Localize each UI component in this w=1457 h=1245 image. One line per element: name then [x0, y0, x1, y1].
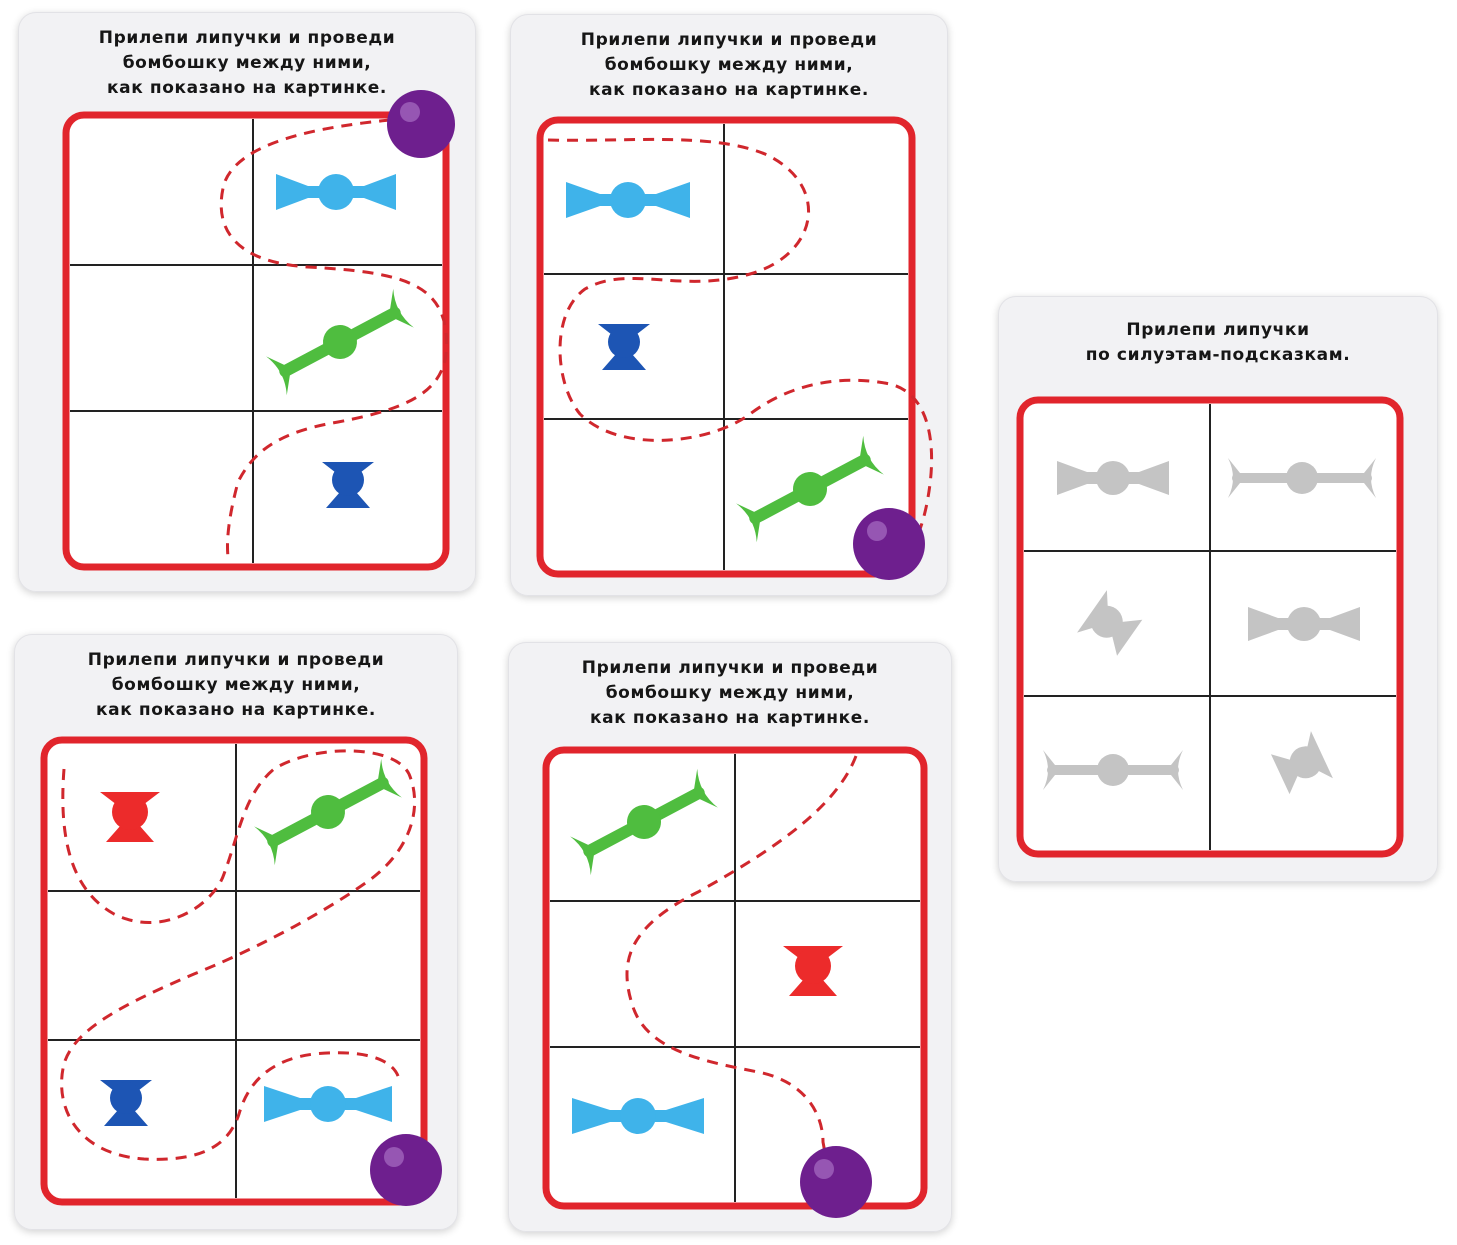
tripod-icon — [783, 946, 843, 996]
card-4-dashed-path — [60, 749, 417, 1161]
bowtie-silhouette-icon — [1057, 461, 1169, 495]
tripod-icon — [100, 1080, 152, 1126]
card-2-frame — [536, 116, 916, 578]
card-3-board — [1016, 396, 1404, 858]
card-4-instruction: Прилепи липучки и проведи бомбошку между… — [87, 650, 385, 720]
card-5-instruction: Прилепи липучки и проведи бомбошку между… — [581, 658, 879, 728]
bowtie-silhouette-icon — [1248, 607, 1360, 641]
card-4-frame — [40, 736, 428, 1206]
puzzle-card-4[interactable]: Прилепи липучки и проведи бомбошку между… — [14, 634, 458, 1230]
purple-ball-icon — [800, 1146, 872, 1218]
puzzle-card-3[interactable]: Прилепи липучки по силуэтам-подсказкам. — [998, 296, 1438, 882]
dumbbell-silhouette-icon — [1228, 458, 1376, 498]
card-5-board — [542, 746, 928, 1218]
puzzle-card-2[interactable]: Прилепи липучки и проведи бомбошку между… — [510, 14, 948, 596]
dumbbell-icon — [266, 288, 414, 396]
tripod-icon — [100, 792, 160, 842]
puzzle-card-5[interactable]: Прилепи липучки и проведи бомбошку между… — [508, 642, 952, 1232]
card-2-instruction: Прилепи липучки и проведи бомбошку между… — [580, 30, 878, 100]
bowtie-icon — [264, 1086, 392, 1122]
purple-ball-icon — [387, 90, 455, 158]
bowtie-icon — [276, 174, 396, 210]
card-2-board — [536, 116, 934, 580]
tripod-silhouette-icon — [1270, 731, 1333, 795]
purple-ball-icon — [853, 508, 925, 580]
dumbbell-icon — [736, 435, 884, 543]
bowtie-icon — [566, 182, 690, 218]
puzzle-card-1[interactable]: Прилепи липучки и проведи бомбошку между… — [18, 12, 476, 592]
tripod-icon — [322, 462, 374, 508]
card-1-instruction: Прилепи липучки и проведи бомбошку между… — [98, 28, 396, 98]
dumbbell-icon — [570, 768, 718, 876]
purple-ball-icon — [370, 1134, 442, 1206]
bowtie-icon — [572, 1098, 704, 1134]
dumbbell-icon — [254, 758, 402, 866]
card-2-dashed-path — [547, 137, 934, 560]
card-1-board — [62, 90, 455, 571]
card-4-board — [40, 736, 442, 1206]
tripod-silhouette-icon — [1077, 590, 1143, 656]
card-1-dashed-path — [219, 118, 449, 558]
tripod-icon — [598, 324, 650, 370]
dumbbell-silhouette-icon — [1043, 750, 1183, 790]
card-3-instruction: Прилепи липучки по силуэтам-подсказкам. — [1085, 320, 1351, 365]
card-5-dashed-path — [625, 755, 858, 1173]
